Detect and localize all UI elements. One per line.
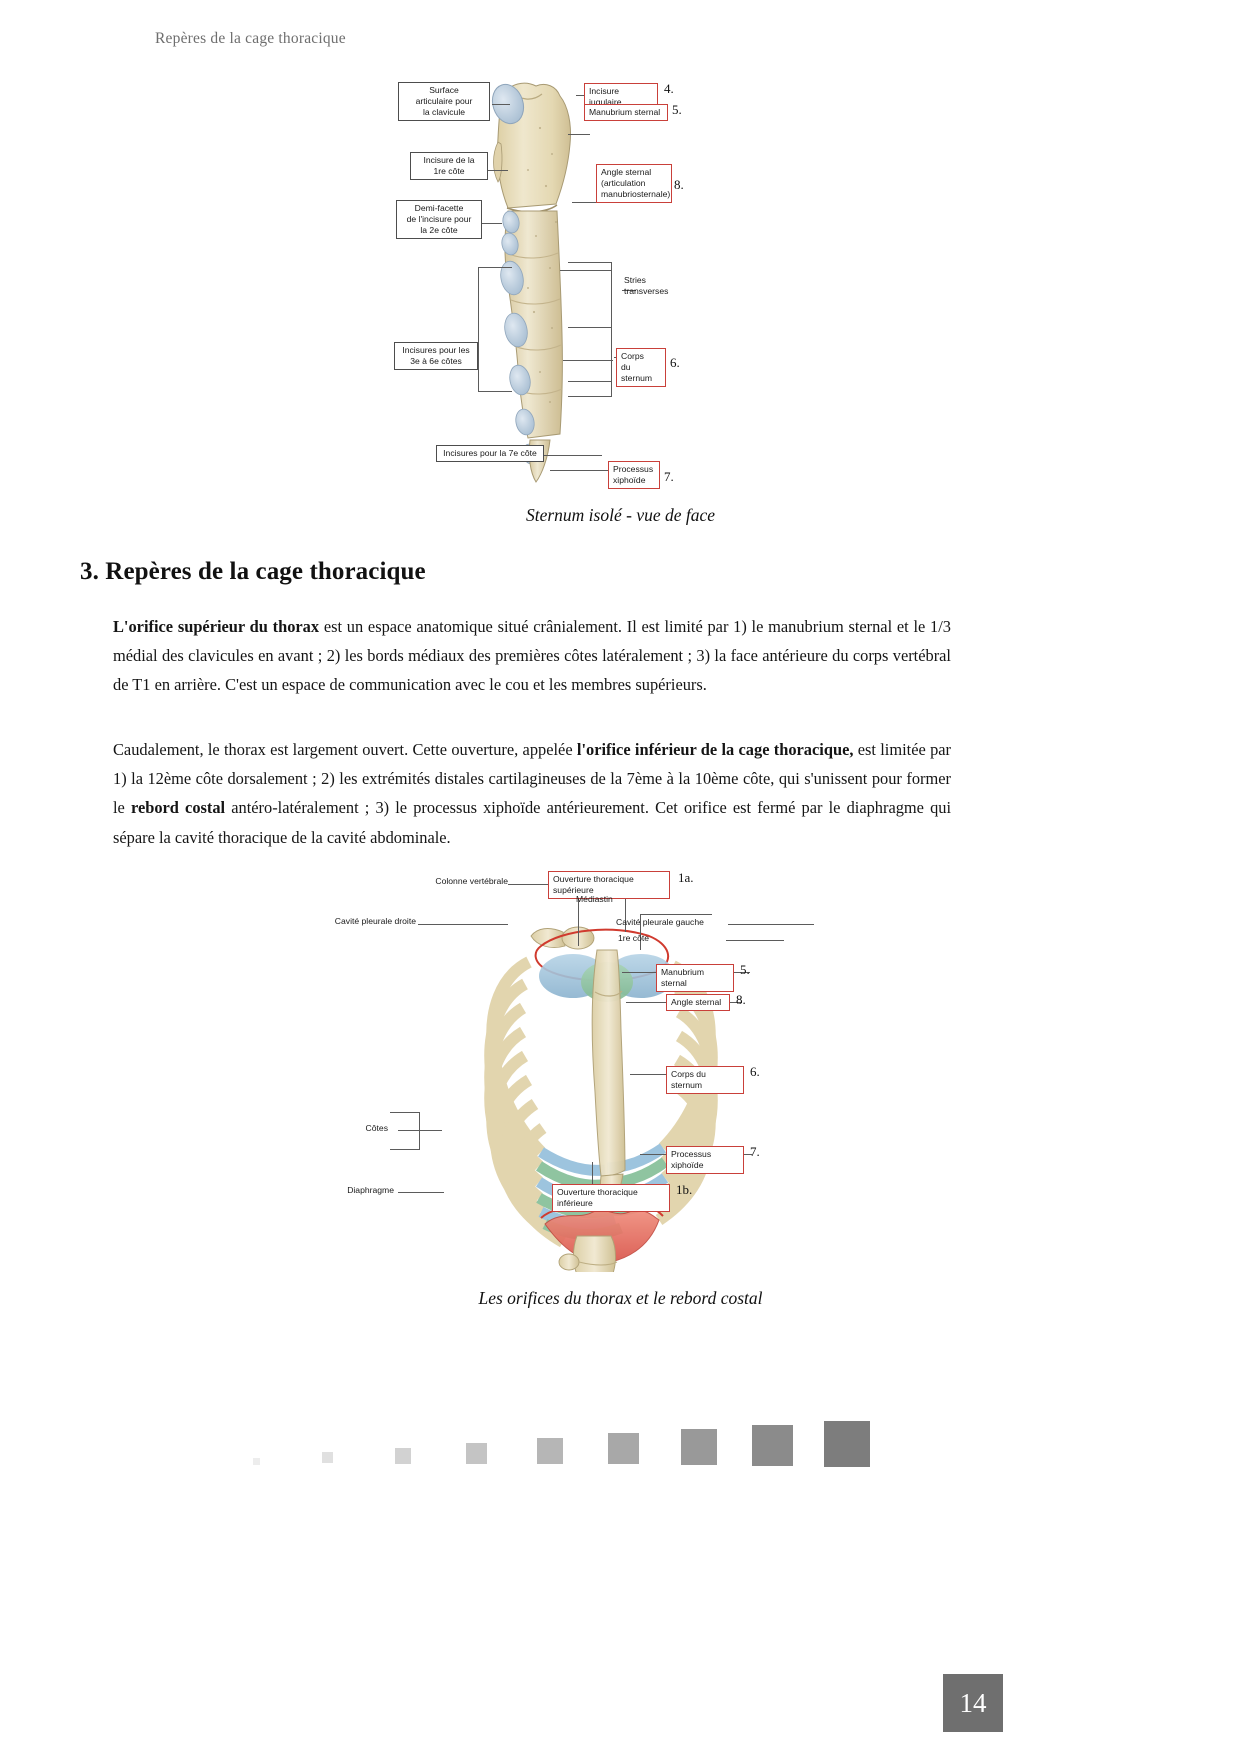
leader-line [592,1162,593,1192]
paragraph1-text: est un espace anatomique situé crânialem… [113,617,951,695]
label-cavite-pleurale-gauche: Cavité pleurale gauche [616,917,704,927]
leader-line [726,940,784,941]
figure1-caption: Sternum isolé - vue de face [525,505,716,525]
paragraph-orifice-superieur: L'orifice supérieur du thorax est un esp… [113,612,951,700]
label-corps-du-sternum-fig2: Corps du sternum [666,1066,744,1094]
paragraph2-part-a: Caudalement, le thorax est largement ouv… [113,740,577,759]
gradient-square [824,1421,870,1467]
number-processus-xiphoide-fig2: 7. [750,1144,760,1159]
lead-in-orifice-inferieur: l'orifice inférieur de la cage thoraciqu… [576,740,854,759]
leader-line [540,455,602,456]
number-angle-sternal-fig2: 8. [736,992,746,1007]
page-number-badge: 14 [943,1674,1003,1732]
leader-line [578,884,579,946]
leader-line [398,1130,442,1131]
gradient-square [681,1429,717,1465]
label-1re-cote: 1re côte [618,933,650,943]
label-ouverture-thoracique-inferieure: Ouverture thoracique inférieure [552,1184,670,1212]
running-header: Repères de la cage thoracique [155,30,346,47]
gradient-square [752,1425,793,1466]
gradient-square [537,1438,563,1464]
paragraph2-part-c: est limitée par 1) la 12ème côte dorsale… [113,740,951,818]
gradient-square [395,1448,411,1464]
label-angle-sternal: Angle sternal (articulation manubrioster… [596,164,672,203]
label-angle-sternal-fig2: Angle sternal [666,994,730,1011]
label-manubrium-sternal-fig2: Manubrium sternal [656,964,734,992]
label-ouverture-thoracique-superieure: Ouverture thoracique supérieure [548,871,670,899]
bracket-cotes [390,1112,420,1150]
leader-line [560,270,612,271]
number-corps-du-sternum-fig2: 6. [750,1064,760,1079]
gradient-square [608,1433,639,1464]
figure2-caption: Les orifices du thorax et le rebord cost… [478,1288,763,1308]
figure-sternum: Surface articulaire pour la clavicule In… [394,72,700,497]
paragraph2-part-e: antéro-latéralement ; 3) le processus xi… [113,798,952,847]
label-cavite-pleurale-droite: Cavité pleurale droite [334,916,416,926]
label-stries-transverses: Stries transverses [624,275,669,296]
term-rebord-costal: rebord costal [130,798,226,818]
number-processus-xiphoide: 7. [664,469,674,484]
gradient-square [253,1458,260,1465]
label-corps-du-sternum: Corps du sternum [616,348,666,387]
section-heading: 3. Repères de la cage thoracique [80,558,426,585]
leader-line [508,884,578,885]
paragraph-orifice-inferieur: Caudalement, le thorax est largement ouv… [113,735,951,852]
leader-line [470,223,502,224]
label-diaphragme: Diaphragme [347,1185,394,1195]
label-cotes: Côtes [365,1123,388,1133]
number-corps-du-sternum: 6. [670,355,680,370]
leader-line [640,914,712,915]
leader-line [568,134,590,135]
label-processus-xiphoide-fig2: Processus xiphoïde [666,1146,744,1174]
label-incisure-1re-cote: Incisure de la 1re côte [410,152,488,180]
sternum-illustration [491,82,571,483]
label-surface-articulaire-clavicule: Surface articulaire pour la clavicule [398,82,490,121]
label-incisures-7e-cote: Incisures pour la 7e côte [436,445,544,462]
number-ouverture-superieure: 1a. [678,870,694,885]
number-manubrium-sternal-fig2: 5. [740,962,750,977]
number-manubrium-sternal: 5. [672,102,682,117]
figure-thorax: Colonne vertébrale Cavité pleurale droit… [330,862,910,1272]
label-mediastin: Médiastin [576,894,613,904]
gradient-square [322,1452,333,1463]
footer-decoration [0,1421,1241,1754]
bracket-stries [568,262,612,382]
leader-line [572,202,596,203]
leader-line [550,470,612,471]
leader-line [398,1192,444,1193]
bracket-corps [568,327,612,397]
leader-line [728,924,814,925]
label-processus-xiphoide: Processus xiphoïde [608,461,660,489]
number-angle-sternal: 8. [674,177,684,192]
leader-line [640,914,641,950]
leader-line [418,924,508,925]
label-colonne-vertebrale: Colonne vertébrale [435,876,508,886]
lead-in-orifice-superieur: L'orifice supérieur du thorax [113,617,320,636]
leader-line [625,884,626,932]
number-incisure-jugulaire: 4. [664,81,674,96]
bracket-incisures-3-6 [478,267,512,392]
gradient-square [466,1443,487,1464]
leader-line [563,360,613,361]
leader-line [492,104,510,105]
leader-line [622,290,636,291]
label-incisures-3-6-cotes: Incisures pour les 3e à 6e côtes [394,342,478,370]
label-manubrium-sternal: Manubrium sternal [584,104,668,121]
number-ouverture-inferieure: 1b. [676,1182,693,1197]
label-demi-facette-2e-cote: Demi-facette de l'incisure pour la 2e cô… [396,200,482,239]
